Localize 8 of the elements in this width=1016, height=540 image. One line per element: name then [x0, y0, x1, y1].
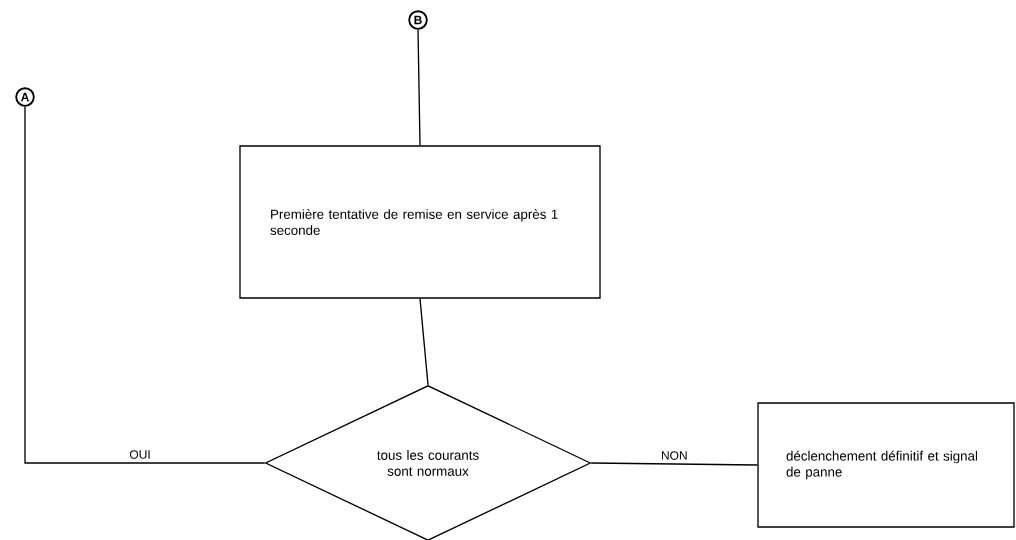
process-box: Première tentative de remise en service après 1 seconde: [239, 145, 601, 299]
edge-label: OUI: [128, 448, 153, 461]
connector-line: [590, 462, 758, 466]
connector-line: [24, 106, 266, 464]
edge-label: NON: [659, 449, 689, 462]
connector-line: [417, 29, 421, 146]
process-box: déclenchement définitif et signal de panne: [757, 402, 1015, 528]
connector-line: [419, 298, 429, 386]
